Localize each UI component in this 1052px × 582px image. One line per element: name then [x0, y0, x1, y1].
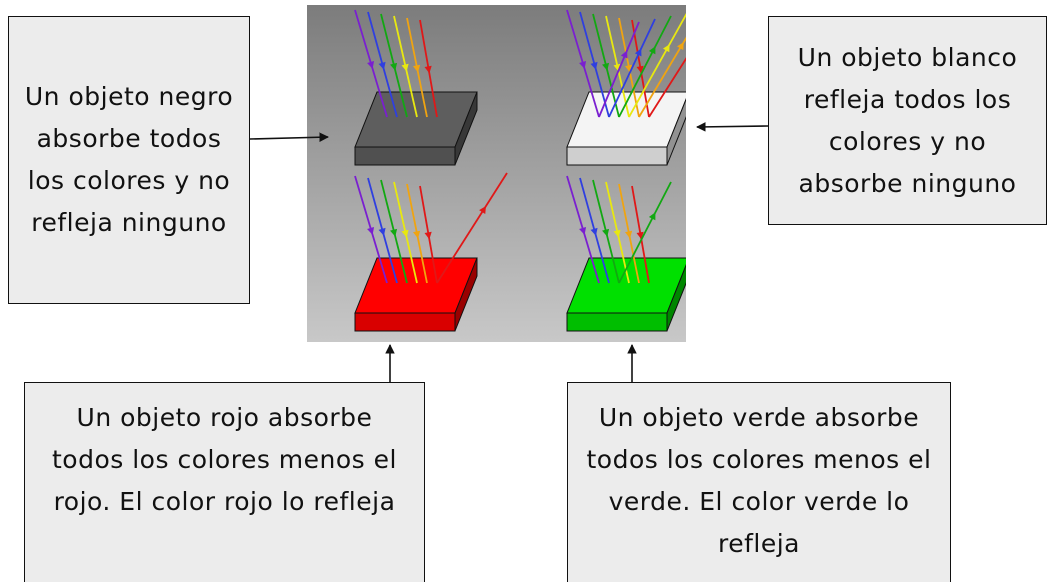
- color-reflection-illustration: [307, 5, 686, 342]
- ray-arrow-black-3: [401, 63, 409, 72]
- reflected-ray-arrow-green-0: [648, 212, 656, 221]
- ray-arrow-green-1: [590, 227, 598, 236]
- block-white-front: [566, 146, 668, 166]
- ray-arrow-black-1: [378, 61, 386, 70]
- reflected-ray-white-0: [598, 21, 640, 118]
- ray-arrow-green-0: [579, 226, 587, 235]
- block-black-side: [454, 91, 478, 166]
- reflected-ray-arrow-white-4: [677, 42, 684, 51]
- ray-arrow-black-2: [390, 62, 398, 71]
- arrow-white-object: [696, 122, 769, 132]
- ray-arrow-black-4: [413, 64, 421, 73]
- block-black-front: [354, 146, 456, 166]
- ray-arrow-red-1: [378, 227, 386, 236]
- ray-arrow-white-2: [602, 62, 610, 71]
- reflected-ray-white-1: [608, 18, 656, 118]
- block-red-front: [354, 312, 456, 332]
- ray-arrow-white-0: [579, 60, 587, 69]
- ray-arrow-white-1: [590, 61, 598, 70]
- block-green-front: [566, 312, 668, 332]
- ray-arrow-red-0: [367, 226, 375, 235]
- ray-arrow-red-5: [424, 231, 432, 240]
- callout-black-text: Un objeto negro absorbe todos los colore…: [24, 82, 234, 237]
- reflected-ray-arrow-white-2: [648, 46, 656, 55]
- callout-red-text: Un objeto rojo absorbe todos los colores…: [52, 403, 397, 516]
- ray-arrow-black-5: [424, 65, 432, 74]
- reflected-ray-white-4: [638, 36, 686, 118]
- reflected-ray-arrow-white-1: [634, 48, 642, 57]
- callout-black-object: Un objeto negro absorbe todos los colore…: [8, 16, 250, 304]
- reflected-ray-white-3: [628, 12, 686, 118]
- ray-arrow-green-3: [613, 229, 621, 238]
- reflected-ray-arrow-white-0: [620, 50, 628, 59]
- callout-white-object: Un objeto blanco refleja todos los color…: [768, 16, 1047, 225]
- ray-arrow-red-4: [413, 230, 421, 239]
- reflected-ray-red-0: [436, 172, 508, 284]
- ray-arrow-green-4: [625, 230, 633, 239]
- ray-arrow-red-2: [390, 228, 398, 237]
- ray-arrow-red-3: [401, 229, 409, 238]
- block-green-side: [666, 264, 686, 332]
- block-white-side: [666, 98, 686, 166]
- block-red-side: [454, 257, 478, 332]
- callout-white-text: Un objeto blanco refleja todos los color…: [797, 42, 1018, 198]
- reflected-ray-arrow-red-0: [479, 206, 486, 214]
- reflected-ray-white-5: [648, 57, 686, 118]
- ray-arrow-green-2: [602, 228, 610, 237]
- callout-red-object: Un objeto rojo absorbe todos los colores…: [24, 382, 425, 582]
- callout-green-object: Un objeto verde absorbe todos los colore…: [567, 382, 951, 582]
- ray-arrow-black-0: [367, 60, 375, 69]
- reflected-ray-arrow-white-3: [662, 44, 670, 53]
- callout-green-text: Un objeto verde absorbe todos los colore…: [586, 403, 932, 558]
- reflected-ray-white-2: [618, 15, 672, 118]
- reflected-ray-green-0: [618, 181, 672, 284]
